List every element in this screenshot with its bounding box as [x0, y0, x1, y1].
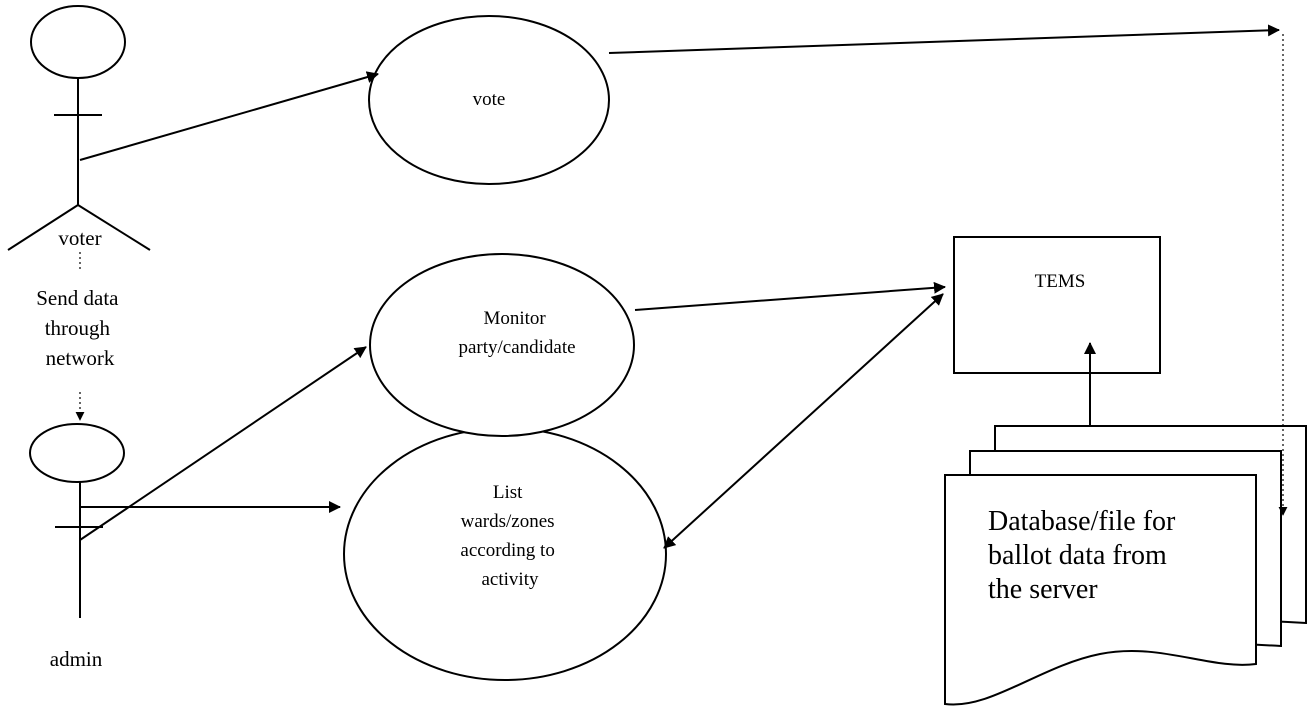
tems-box — [953, 236, 1161, 374]
use-case-monitor: Monitor party/candidate — [369, 253, 635, 437]
admin-actor: admin — [29, 423, 125, 671]
database-label-line: ballot data from — [988, 540, 1167, 571]
use-case-list-line: wards/zones — [461, 511, 555, 532]
voter-label: voter — [58, 226, 101, 250]
voter-right-leg — [77, 204, 151, 251]
monitor-to-tems-arrow — [634, 281, 946, 311]
database-label: Database/file for ballot data from the s… — [988, 506, 1182, 605]
tems-system: TEMS — [953, 236, 1161, 374]
use-case-monitor-label: Monitor party/candidate — [458, 308, 575, 358]
network-note-line: through — [45, 316, 111, 340]
voter-left-leg — [7, 204, 79, 251]
admin-head — [29, 423, 125, 483]
use-case-vote-ellipse — [368, 15, 610, 185]
voter-actor: voter — [7, 5, 151, 251]
network-note-line: network — [46, 346, 115, 370]
tems-label: TEMS — [1035, 271, 1086, 292]
document-front — [944, 474, 1257, 706]
use-case-vote-label: vote — [473, 89, 506, 110]
use-case-monitor-line: Monitor — [483, 308, 546, 329]
database-stack: Database/file for ballot data from the s… — [944, 425, 1307, 706]
use-case-monitor-ellipse — [369, 253, 635, 437]
use-case-monitor-line: party/candidate — [458, 337, 575, 358]
network-note-line: Send data — [36, 286, 119, 310]
use-case-vote: vote — [368, 15, 610, 185]
voter-head — [30, 5, 126, 79]
list-tems-bidirectional-arrow — [663, 293, 944, 549]
use-case-list-line: List — [493, 482, 523, 503]
use-case-list-line: according to — [460, 540, 554, 561]
voter-to-vote-arrow — [79, 71, 379, 161]
database-label-line: the server — [988, 574, 1098, 605]
use-case-list-line: activity — [482, 569, 539, 590]
admin-to-monitor-arrow — [79, 346, 367, 541]
admin-label: admin — [50, 647, 103, 671]
vote-to-server-arrow — [608, 24, 1280, 54]
database-label-line: Database/file for — [988, 506, 1176, 537]
use-case-list-label: List wards/zones according to activity — [460, 482, 559, 590]
network-note: Send data through network — [36, 286, 123, 370]
use-case-list: List wards/zones according to activity — [343, 427, 667, 681]
